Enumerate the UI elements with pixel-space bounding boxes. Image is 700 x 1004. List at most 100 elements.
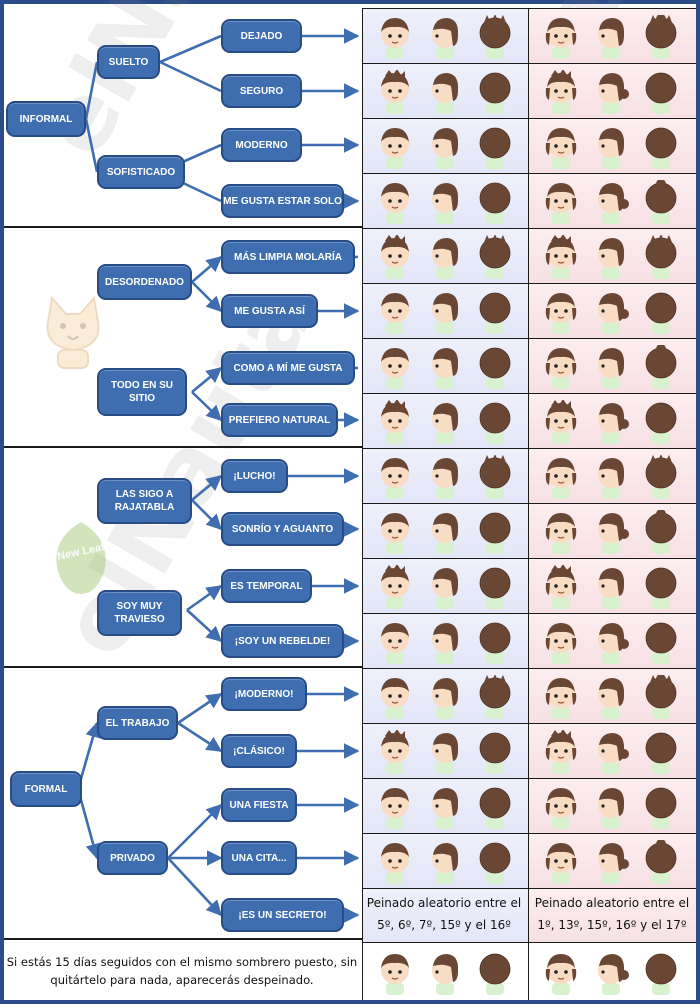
- boy-hairstyle-cell: [362, 118, 528, 173]
- girl-hairstyle-cell: [528, 283, 696, 338]
- boy-hairstyle-icon: [479, 402, 511, 444]
- boy-hairstyle-cell: [362, 338, 528, 393]
- footer-note: Si estás 15 días seguidos con el mismo s…: [6, 955, 358, 987]
- girl-hairstyle-cell: [528, 888, 696, 943]
- girl-hairstyle-icon: [545, 678, 577, 719]
- boy-hairstyle-cell: [362, 8, 528, 63]
- boy-hairstyle-cell: [362, 942, 528, 1000]
- girl-hairstyle-icon: [545, 513, 577, 554]
- node-una-fiesta: UNA FIESTA: [221, 788, 297, 822]
- girl-hairstyle-icon: [645, 292, 677, 334]
- boy-hairstyle-icon: [432, 843, 459, 884]
- boy-hairstyle-icon: [479, 292, 511, 334]
- node-una-cita: UNA CITA...: [221, 841, 297, 875]
- leaf-icon: [56, 522, 106, 594]
- boy-hairstyle-icon: [432, 733, 459, 774]
- node-soy-muy-travieso: SOY MUY TRAVIESO: [97, 590, 182, 636]
- boy-hairstyle-icon: [479, 127, 511, 169]
- node-es-un-secreto: ¡ES UN SECRETO!: [221, 898, 344, 932]
- node-es-temporal: ES TEMPORAL: [221, 569, 312, 603]
- girl-hairstyle-cell: [528, 393, 696, 448]
- boy-hairstyle-cell: [362, 888, 528, 943]
- boy-hairstyle-cell: [362, 228, 528, 283]
- node-dejado: DEJADO: [221, 19, 302, 53]
- girl-hairstyle-cell: [528, 228, 696, 283]
- section-divider: [4, 938, 696, 940]
- node-seguro: SEGURO: [221, 74, 302, 108]
- node-sofisticado: SOFISTICADO: [97, 155, 185, 189]
- boy-hairstyle-icon: [432, 293, 459, 334]
- boy-hairstyle-icon: [381, 730, 409, 774]
- node-todo-en-su-sitio: TODO EN SU SITIO: [97, 368, 187, 416]
- boy-hairstyle-icon: [381, 400, 409, 444]
- boy-hairstyle-cell: [362, 558, 528, 613]
- girl-hairstyle-icon: [598, 238, 625, 279]
- section-divider: [4, 666, 696, 668]
- girl-hairstyle-icon: [598, 513, 629, 554]
- boy-hairstyle-icon: [479, 455, 511, 499]
- girl-hairstyle-cell: [528, 668, 696, 723]
- boy-hairstyle-icon: [479, 15, 511, 59]
- boy-hairstyle-icon: [479, 512, 511, 554]
- girl-hairstyle-icon: [598, 568, 625, 609]
- girl-hairstyle-icon: [645, 675, 677, 719]
- girl-hairstyle-icon: [645, 510, 677, 554]
- boy-hairstyle-icon: [479, 787, 511, 829]
- node-mas-limpia-molaria: MÁS LIMPIA MOLARÍA: [221, 240, 355, 274]
- girl-hairstyle-icon: [598, 788, 625, 829]
- boy-hairstyle-icon: [432, 238, 459, 279]
- node-me-gusta-asi: ME GUSTA ASÍ: [221, 294, 318, 328]
- boy-hairstyle-icon: [381, 565, 409, 609]
- girl-hairstyle-icon: [645, 180, 677, 224]
- girl-hairstyle-icon: [545, 70, 577, 114]
- boy-hairstyle-icon: [432, 73, 459, 114]
- boy-hairstyle-icon: [479, 953, 511, 995]
- girl-hairstyle-icon: [598, 954, 629, 995]
- girl-hairstyle-cell: [528, 558, 696, 613]
- girl-hairstyle-icon: [545, 128, 577, 169]
- girl-hairstyle-icon: [598, 73, 629, 114]
- boy-hairstyle-icon: [432, 18, 459, 59]
- boy-hairstyle-icon: [479, 675, 511, 719]
- boy-hairstyle-icon: [432, 403, 459, 444]
- boy-hairstyle-cell: [362, 63, 528, 118]
- new-leaf-badge: New Leaf: [50, 520, 112, 596]
- node-moderno-exclaim: ¡MODERNO!: [221, 677, 307, 711]
- girl-hairstyle-cell: [528, 723, 696, 778]
- boy-hairstyle-icon: [381, 128, 409, 169]
- node-moderno: MODERNO: [221, 128, 302, 162]
- random-hairstyle-girl: Peinado aleatorio entre el 1º, 13º, 15º,…: [534, 896, 690, 932]
- boy-hairstyle-icon: [381, 18, 409, 59]
- section-divider: [4, 226, 696, 228]
- girl-hairstyle-cell: [528, 118, 696, 173]
- girl-hairstyle-icon: [645, 622, 677, 664]
- boy-hairstyle-icon: [432, 623, 459, 664]
- cat-mascot-icon: [46, 295, 100, 369]
- node-las-sigo-a-rajatabla: LAS SIGO A RAJATABLA: [97, 478, 192, 524]
- boy-hairstyle-cell: [362, 283, 528, 338]
- boy-hairstyle-icon: [432, 458, 459, 499]
- girl-hairstyle-cell: [528, 8, 696, 63]
- boy-hairstyle-icon: [432, 678, 459, 719]
- node-sonrio-y-aguanto: SONRÍO Y AGUANTO: [221, 512, 344, 546]
- boy-hairstyle-icon: [381, 623, 409, 664]
- girl-hairstyle-cell: [528, 503, 696, 558]
- boy-hairstyle-cell: [362, 668, 528, 723]
- girl-hairstyle-icon: [545, 400, 577, 444]
- boy-hairstyle-icon: [432, 788, 459, 829]
- node-el-trabajo: EL TRABAJO: [97, 706, 178, 740]
- boy-hairstyle-icon: [381, 788, 409, 829]
- girl-hairstyle-icon: [598, 348, 625, 389]
- boy-hairstyle-icon: [381, 513, 409, 554]
- node-lucho: ¡LUCHO!: [221, 459, 288, 493]
- girl-hairstyle-cell: [528, 833, 696, 888]
- girl-hairstyle-icon: [598, 18, 625, 59]
- boy-hairstyle-icon: [381, 183, 409, 224]
- boy-hairstyle-cell: [362, 503, 528, 558]
- boy-hairstyle-icon: [432, 513, 459, 554]
- girl-hairstyle-icon: [545, 730, 577, 774]
- boy-hairstyle-icon: [381, 70, 409, 114]
- boy-hairstyle-icon: [381, 458, 409, 499]
- node-formal: FORMAL: [10, 771, 82, 807]
